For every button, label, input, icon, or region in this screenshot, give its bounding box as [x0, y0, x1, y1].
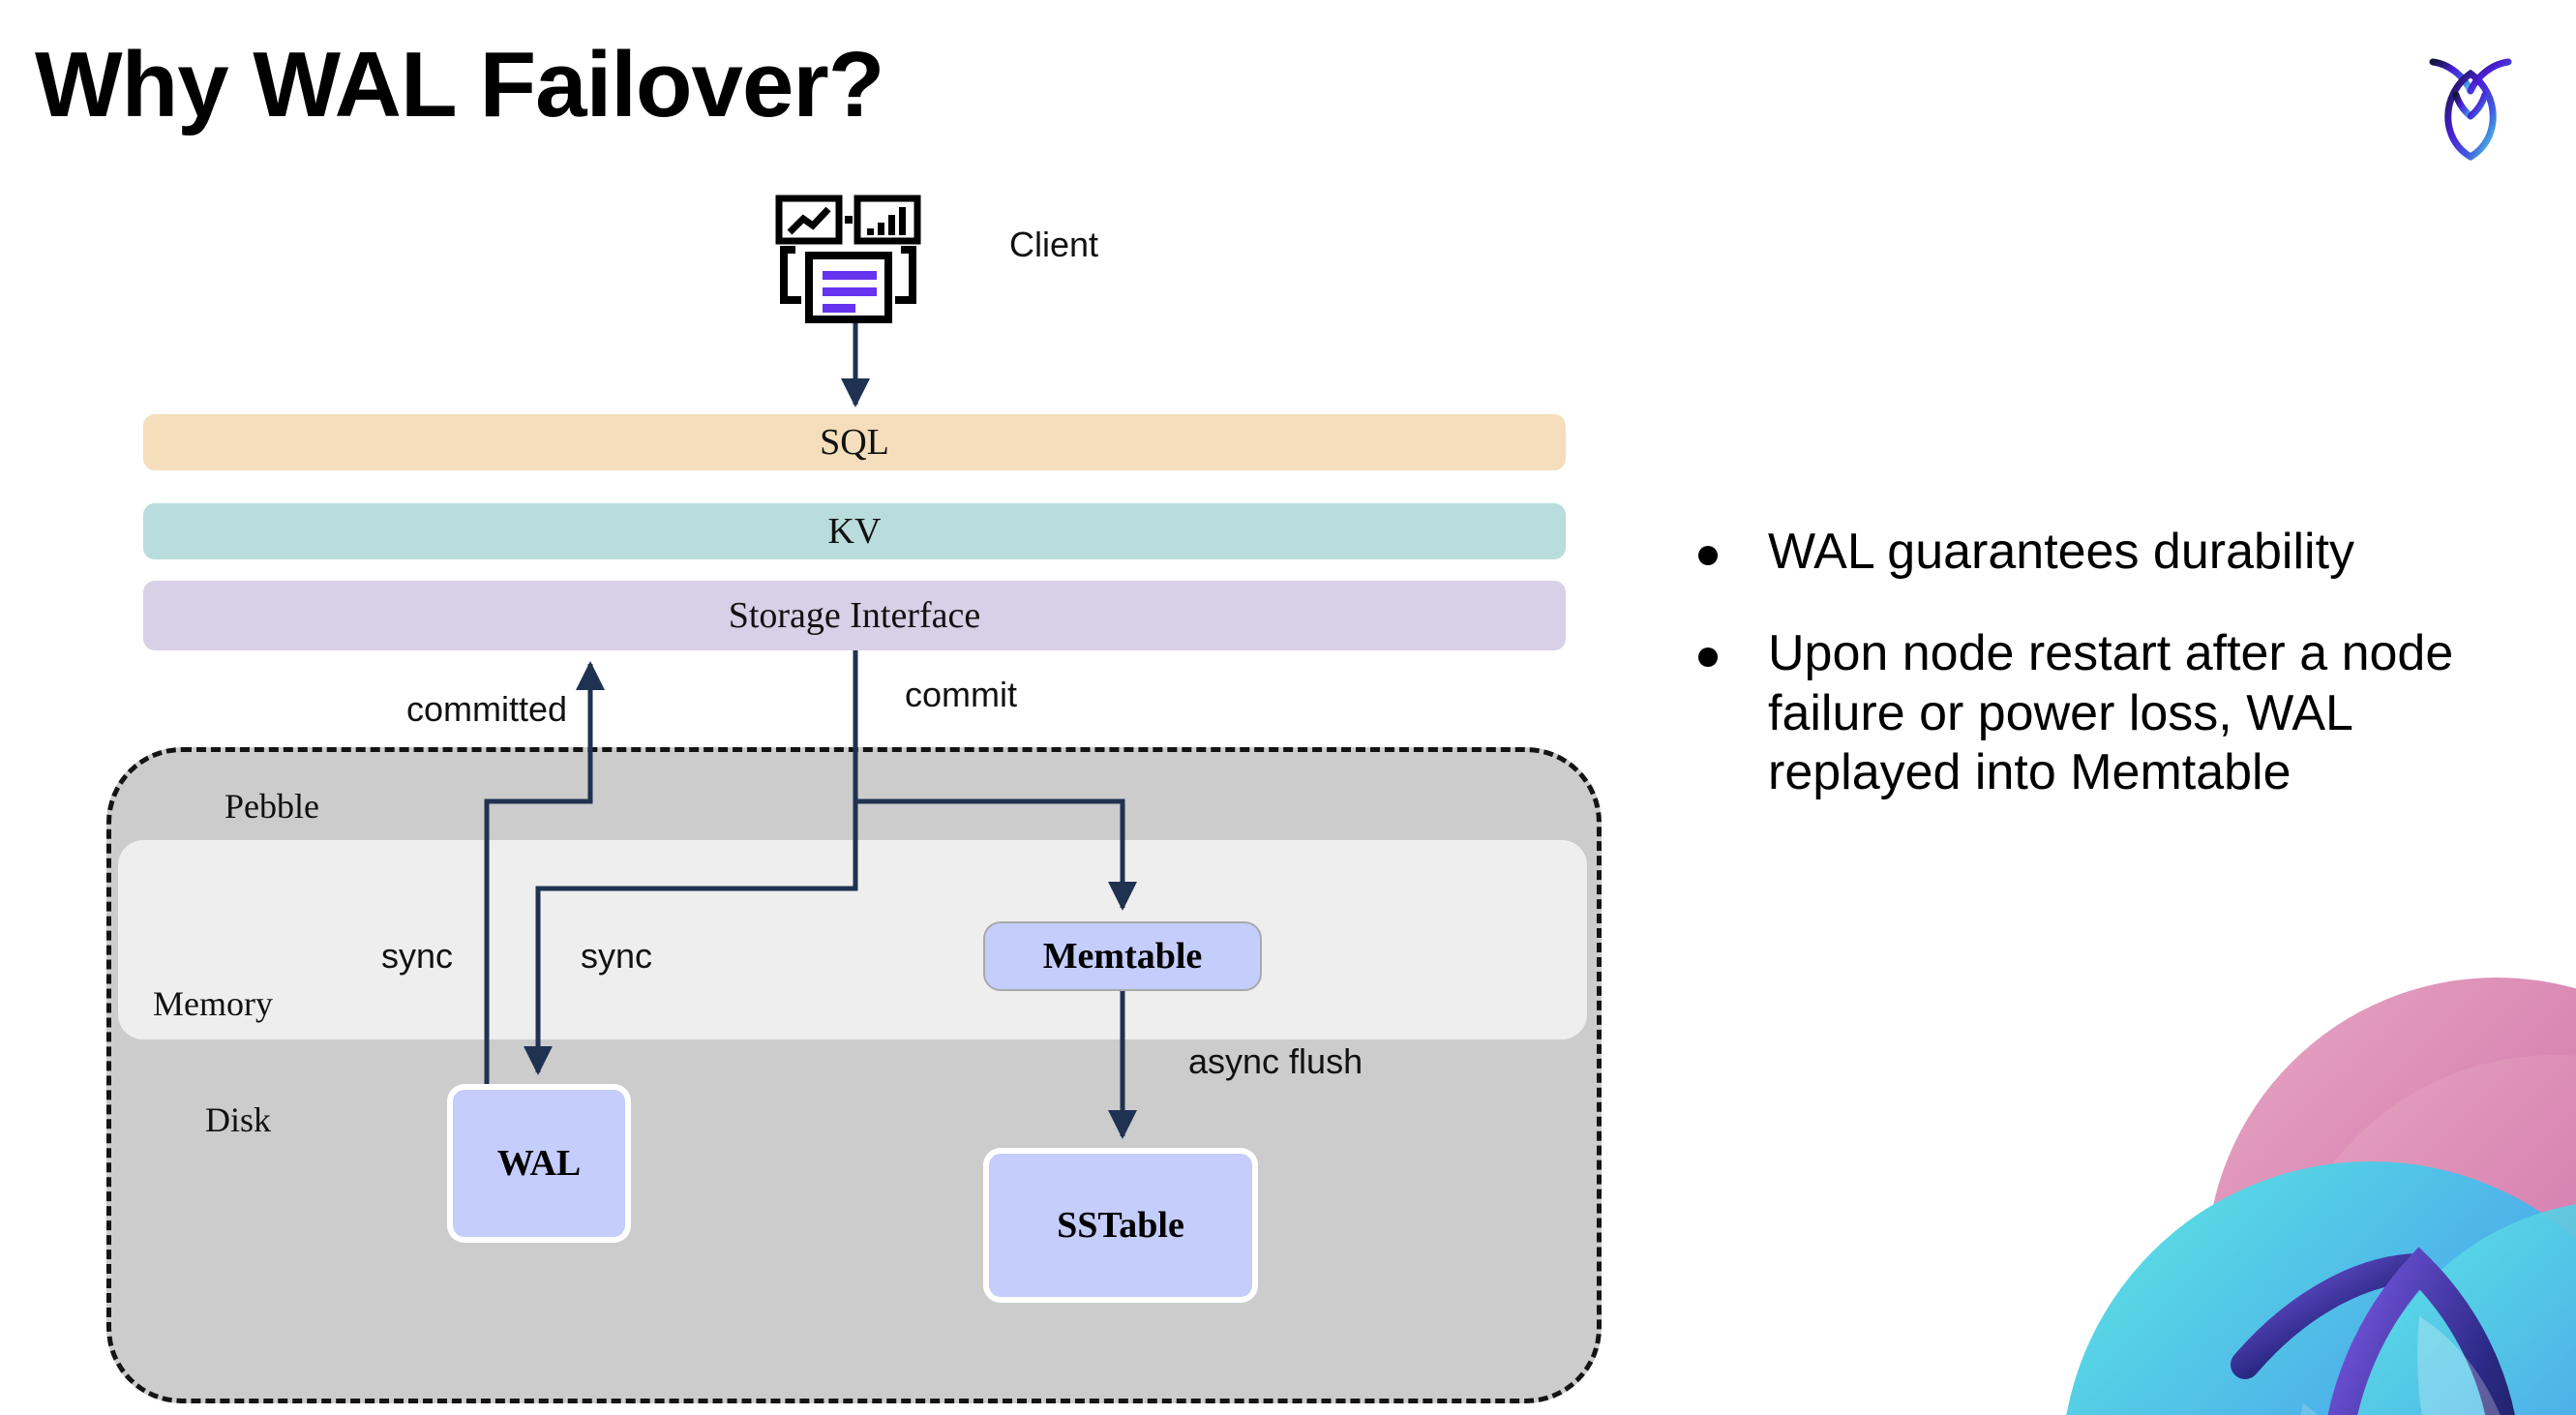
layer-bar-storage-label: Storage Interface	[728, 595, 981, 636]
bullet-dot-icon	[1698, 647, 1718, 668]
edge-label-committed: committed	[406, 689, 568, 729]
layer-bar-sql-label: SQL	[820, 422, 889, 463]
bullet-text: WAL guarantees durability	[1768, 524, 2355, 580]
layer-bar-storage: Storage Interface	[143, 581, 1566, 650]
bullet-list: WAL guarantees durability Upon node rest…	[1698, 523, 2501, 845]
node-wal-label: WAL	[496, 1143, 582, 1184]
edge-label-async-flush: async flush	[1188, 1041, 1363, 1081]
client-dashboard-icon	[774, 194, 929, 329]
layer-bar-kv: KV	[143, 503, 1566, 559]
edge-label-commit: commit	[905, 675, 1017, 714]
node-wal: WAL	[447, 1084, 631, 1243]
disk-label: Disk	[205, 1100, 272, 1139]
node-memtable-label: Memtable	[1042, 936, 1203, 977]
cockroach-watermark-icon	[1955, 948, 2576, 1415]
client-label: Client	[1009, 225, 1099, 264]
bullet-text: Upon node restart after a node failure o…	[1768, 625, 2454, 801]
pebble-label: Pebble	[225, 787, 319, 826]
edge-label-sync-right: sync	[581, 936, 653, 976]
list-item: WAL guarantees durability	[1698, 523, 2501, 582]
layer-bar-sql: SQL	[143, 414, 1566, 470]
list-item: Upon node restart after a node failure o…	[1698, 624, 2501, 802]
memory-label: Memory	[153, 984, 273, 1023]
node-sstable-label: SSTable	[1057, 1205, 1184, 1246]
cockroach-logo-icon	[2398, 35, 2543, 180]
architecture-diagram: Pebble Memory Disk SQL KV Storage Interf…	[106, 194, 1602, 1403]
edge-label-sync-left: sync	[381, 936, 454, 976]
node-sstable: SSTable	[983, 1148, 1258, 1303]
page-title: Why WAL Failover?	[35, 33, 884, 136]
layer-bar-kv-label: KV	[827, 511, 882, 552]
node-memtable: Memtable	[983, 921, 1262, 991]
memory-region	[118, 840, 1587, 1039]
bullet-dot-icon	[1698, 546, 1718, 565]
